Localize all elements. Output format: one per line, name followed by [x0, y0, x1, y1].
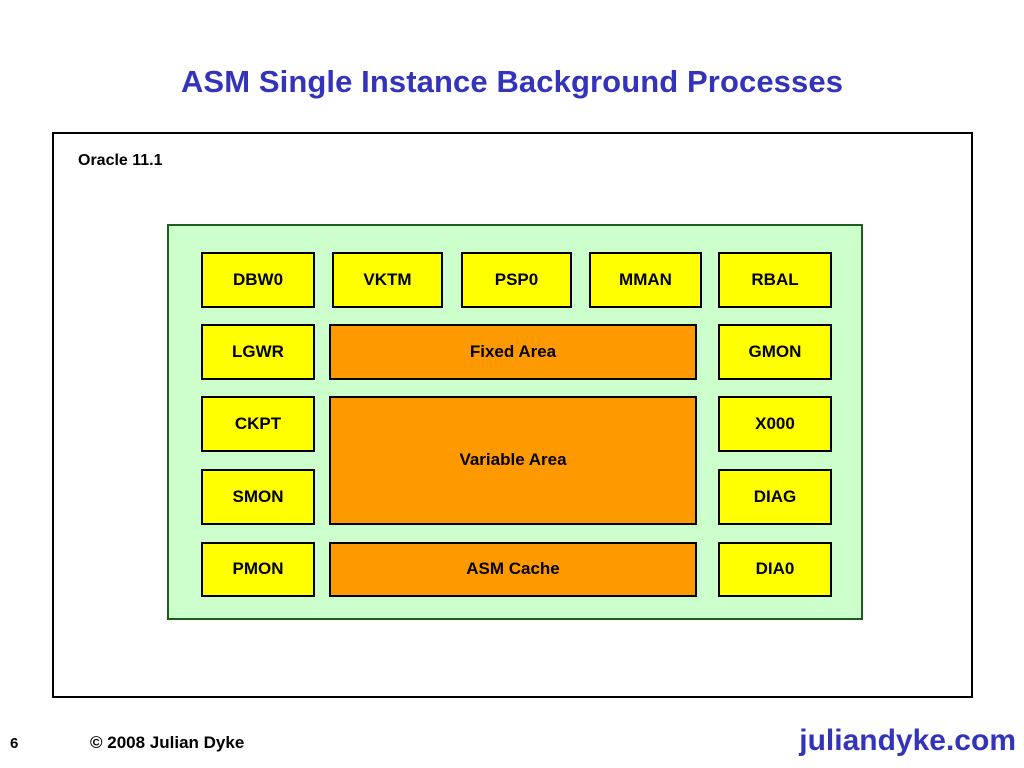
process-box-lgwr[interactable]: LGWR — [201, 324, 315, 380]
process-box-gmon[interactable]: GMON — [718, 324, 832, 380]
process-box-vktm[interactable]: VKTM — [332, 252, 443, 308]
page-title: ASM Single Instance Background Processes — [180, 64, 844, 99]
process-box-dbw0[interactable]: DBW0 — [201, 252, 315, 308]
process-box-rbal[interactable]: RBAL — [718, 252, 832, 308]
memory-box-variable-area[interactable]: Variable Area — [329, 396, 697, 525]
process-box-pmon[interactable]: PMON — [201, 542, 315, 597]
process-box-x000[interactable]: X000 — [718, 396, 832, 452]
process-box-diag[interactable]: DIAG — [718, 469, 832, 525]
memory-box-asm-cache[interactable]: ASM Cache — [329, 542, 697, 597]
process-box-dia0[interactable]: DIA0 — [718, 542, 832, 597]
process-box-ckpt[interactable]: CKPT — [201, 396, 315, 452]
content-frame: Oracle 11.1 DBW0 LGWR CKPT SMON PMON VKT… — [52, 132, 973, 698]
memory-box-fixed-area[interactable]: Fixed Area — [329, 324, 697, 380]
process-box-mman[interactable]: MMAN — [589, 252, 702, 308]
asm-instance-panel: DBW0 LGWR CKPT SMON PMON VKTM PSP0 MMAN … — [167, 224, 863, 620]
site-brand: juliandyke.com — [799, 724, 1016, 757]
page-number: 6 — [10, 735, 19, 752]
process-box-smon[interactable]: SMON — [201, 469, 315, 525]
version-label: Oracle 11.1 — [78, 152, 163, 169]
copyright-notice: © 2008 Julian Dyke — [90, 733, 245, 752]
process-box-psp0[interactable]: PSP0 — [461, 252, 572, 308]
